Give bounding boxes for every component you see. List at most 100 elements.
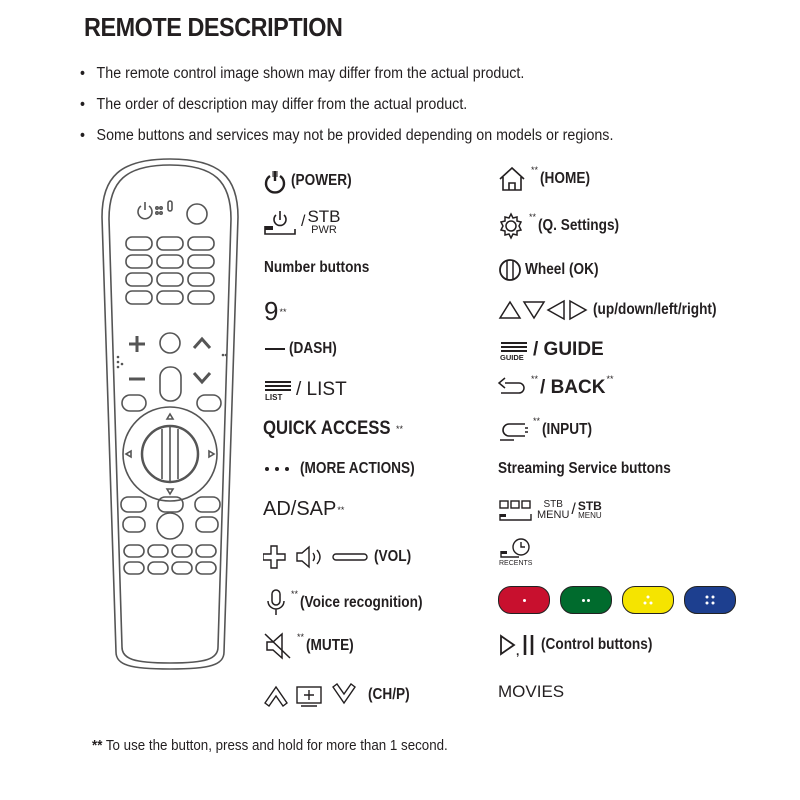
stb-menu-top-2: STB	[577, 499, 602, 513]
footnote-text: To use the button, press and hold for mo…	[105, 738, 448, 754]
input-icon	[497, 418, 529, 442]
arrow-keys-icons	[498, 298, 590, 322]
channel-entry: (CH/P)	[263, 681, 415, 709]
page-title: REMOTE DESCRIPTION	[84, 12, 343, 42]
footnote: ** To use the button, press and hold for…	[92, 738, 448, 754]
back-stars: **	[531, 374, 539, 384]
input-label: (INPUT)	[542, 421, 593, 438]
power-icon	[262, 168, 288, 194]
svg-text:LIST: LIST	[265, 393, 282, 402]
note-item: The remote control image shown may diffe…	[80, 64, 613, 95]
more-actions-entry: (MORE ACTIONS)	[263, 460, 430, 478]
channel-label: (CH/P)	[368, 686, 410, 703]
movies-entry: MOVIES	[498, 682, 564, 702]
microphone-icon	[265, 588, 287, 618]
ad-sap-stars: **	[337, 504, 345, 515]
recents-icon	[499, 537, 533, 559]
yellow-button-icon	[622, 586, 674, 614]
wheel-label: Wheel (OK)	[525, 261, 599, 278]
green-button-icon	[560, 586, 612, 614]
back-stars-2: **	[606, 374, 614, 384]
color-buttons-entry	[498, 586, 746, 614]
stb-menu-top: STB	[543, 499, 563, 510]
stb-menu-bottom: MENU	[537, 509, 570, 521]
stb-menu-text: STB MENU	[537, 499, 569, 521]
number-buttons-label: Number buttons	[264, 259, 370, 276]
stb-menu-slash: /	[571, 501, 576, 518]
power-entry: (POWER)	[262, 168, 360, 194]
nine-stars: **	[279, 306, 287, 317]
stb-pwr-text: STB PWR	[307, 206, 341, 236]
arrows-entry: (up/down/left/right)	[498, 298, 733, 322]
dash-entry: (DASH)	[264, 340, 343, 358]
home-entry: ** (HOME)	[497, 165, 597, 192]
note-item: Some buttons and services may not be pro…	[80, 126, 614, 157]
guide-icon-text: GUIDE	[500, 353, 524, 362]
stb-bottom: PWR	[311, 223, 337, 236]
ad-sap-entry: AD/SAP **	[263, 498, 346, 521]
back-entry: ** / BACK **	[497, 374, 615, 399]
wheel-icon	[498, 258, 522, 282]
gear-icon	[497, 212, 525, 240]
notes-list: The remote control image shown may diffe…	[80, 64, 660, 157]
volume-label: (VOL)	[374, 548, 412, 565]
play-pause-icon: ,	[498, 633, 538, 657]
dash-label: (DASH)	[289, 340, 337, 357]
dash-icon	[264, 344, 286, 354]
settings-entry: ** (Q. Settings)	[497, 212, 630, 240]
stb-menu-text-2: STB MENU	[578, 500, 602, 520]
list-icon: LIST	[263, 378, 293, 402]
more-actions-label: (MORE ACTIONS)	[300, 460, 415, 477]
back-icon	[497, 377, 527, 399]
list-entry: LIST / LIST	[263, 378, 347, 402]
guide-label: / GUIDE	[533, 339, 604, 360]
voice-entry: ** (Voice recognition)	[265, 588, 439, 618]
back-label: / BACK	[540, 377, 606, 398]
quick-access-label: QUICK ACCESS	[263, 418, 391, 439]
wheel-entry: Wheel (OK)	[498, 258, 609, 282]
quick-access-stars: **	[395, 424, 403, 434]
input-stars: **	[533, 416, 541, 426]
stb-top: STB	[307, 206, 341, 226]
control-buttons-entry: , (Control buttons)	[498, 633, 668, 657]
recents-entry: RECENTS	[499, 537, 536, 567]
streaming-entry: Streaming Service buttons	[498, 460, 694, 478]
volume-entry: (VOL)	[263, 544, 416, 570]
power-label: (POWER)	[291, 172, 352, 189]
nine-label: 9	[264, 296, 279, 326]
mute-icon	[263, 632, 293, 660]
home-icon	[497, 166, 527, 192]
stb-power-icon	[262, 208, 298, 236]
channel-icons	[263, 681, 365, 709]
voice-stars: **	[291, 589, 299, 599]
arrows-label: (up/down/left/right)	[593, 301, 717, 318]
nine-entry: 9 **	[264, 296, 288, 327]
blue-button-icon	[684, 586, 736, 614]
input-entry: ** (INPUT)	[497, 416, 599, 442]
mute-label: (MUTE)	[306, 637, 354, 654]
settings-label: (Q. Settings)	[538, 217, 620, 234]
settings-stars: **	[529, 212, 537, 222]
control-label: (Control buttons)	[541, 636, 653, 653]
movies-label: MOVIES	[498, 682, 565, 701]
guide-entry: GUIDE / GUIDE	[498, 338, 604, 362]
footnote-mark: **	[92, 738, 103, 754]
stb-menu-bottom-2: MENU	[578, 511, 602, 520]
quick-access-entry: QUICK ACCESS **	[263, 418, 405, 440]
list-label: / LIST	[296, 379, 347, 400]
remote-control-illustration	[101, 158, 239, 670]
stb-menu-entry: STB MENU / STB MENU	[498, 498, 602, 522]
guide-icon: GUIDE	[498, 338, 530, 362]
more-actions-icon	[263, 464, 297, 474]
recents-label: RECENTS	[499, 560, 533, 567]
stb-power-entry: / STB PWR	[262, 208, 341, 236]
home-stars: **	[531, 165, 539, 175]
menu-icon	[498, 498, 534, 522]
red-button-icon	[498, 586, 550, 614]
volume-icons	[263, 544, 371, 570]
stb-slash: /	[301, 213, 306, 230]
home-label: (HOME)	[540, 170, 591, 187]
svg-text:,: ,	[516, 644, 519, 657]
ad-sap-label: AD/SAP	[263, 498, 337, 520]
number-buttons-entry: Number buttons	[264, 259, 384, 277]
